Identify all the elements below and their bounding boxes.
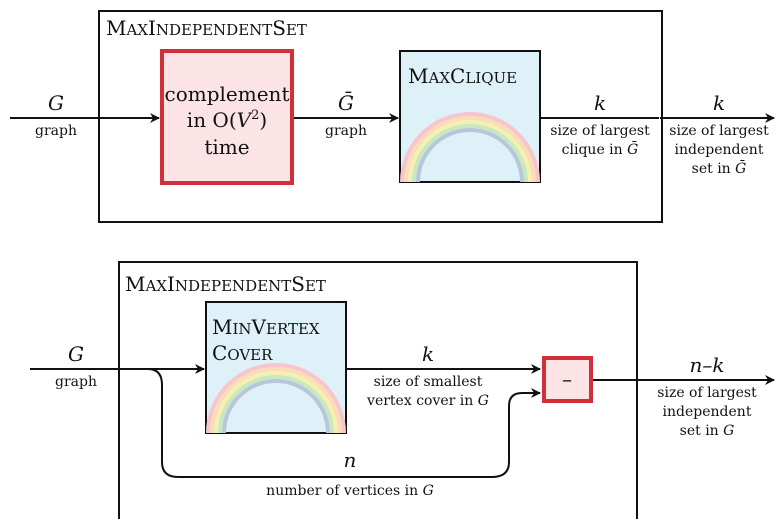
outer-title-2: MAXINDEPENDENTSET (125, 272, 326, 296)
minus-box (542, 356, 593, 403)
outer-title-1: MAXINDEPENDENTSET (106, 16, 307, 40)
input-var-2: G (68, 342, 84, 366)
inner-out-var-2: k (422, 342, 434, 366)
mid-var-1: Ḡ (338, 90, 354, 115)
outer-out-var-1: k (713, 91, 725, 115)
complement-box (160, 49, 294, 185)
input-label-1: graph (35, 123, 77, 139)
inner-out-var-1: k (594, 91, 606, 115)
diagram-2: MAXINDEPENDENTSET G graph n number of ve… (30, 261, 775, 519)
outer-out-label-1a: size of largest (669, 123, 769, 139)
complement-line-1: complement (165, 82, 290, 106)
n-var: n (344, 448, 357, 472)
diagram-1: MAXINDEPENDENTSET G graph complement in … (10, 10, 775, 223)
minvertexcover-title-line1: MINVERTEX (212, 315, 320, 339)
outer-box-maxindependentset-1 (98, 10, 663, 223)
outer-out-var-2: n–k (690, 353, 725, 377)
outer-box-maxindependentset-2 (118, 261, 638, 519)
outer-out-label-1b: independent (675, 142, 764, 158)
inner-out-label-1a: size of largest (550, 123, 650, 139)
outer-out-label-1c: set in Ḡ (692, 159, 747, 177)
outer-out-label-2c: set in G (680, 423, 735, 439)
inner-out-label-2b: vertex cover in G (366, 393, 489, 409)
maxclique-title: MAXCLIQUE (408, 64, 517, 88)
rainbow-icon (206, 363, 346, 434)
input-var-1: G (48, 91, 64, 115)
n-label: number of vertices in G (266, 483, 434, 499)
outer-out-label-2b: independent (663, 404, 752, 420)
minus-symbol: – (562, 367, 572, 391)
inner-out-label-2a: size of smallest (374, 374, 483, 390)
rainbow-icon (400, 112, 540, 183)
mid-label-1: graph (325, 123, 367, 139)
complement-line-3: time (204, 135, 249, 159)
n-branch-path (147, 368, 541, 478)
complement-line-2: in O(V2) (187, 108, 267, 132)
minvertexcover-title-line2: COVER (212, 341, 273, 365)
outer-out-label-2a: size of largest (657, 385, 757, 401)
inner-out-label-1b: clique in Ḡ (562, 140, 639, 158)
input-label-2: graph (55, 374, 97, 390)
